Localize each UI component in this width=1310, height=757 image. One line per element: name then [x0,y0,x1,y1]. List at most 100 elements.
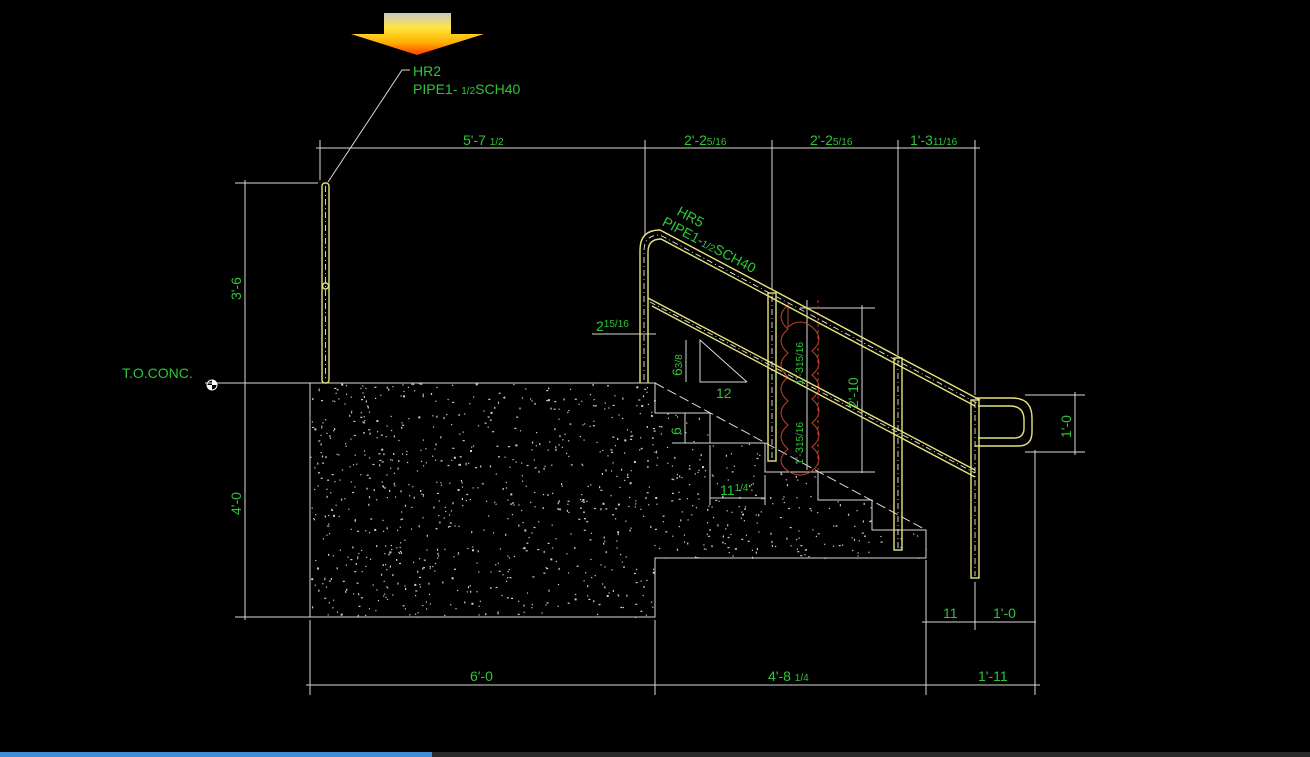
hatch-speck [522,522,524,524]
hatch-speck [538,521,540,523]
hatch-speck [796,539,798,541]
hatch-speck [333,430,335,432]
hatch-speck [574,547,576,549]
hatch-speck [648,486,650,488]
hatch-speck [311,421,313,423]
hatch-speck [440,436,442,439]
hatch-speck [628,505,630,508]
hatch-speck [430,393,433,395]
hatch-speck [497,562,499,564]
hatch-speck [752,483,754,485]
step-tread: 111/4 [720,482,749,498]
hatch-speck [345,385,348,387]
hatch-speck [444,506,446,508]
hatch-speck [538,470,540,473]
hatch-speck [513,383,515,386]
hatch-speck [312,398,314,401]
hatch-speck [452,447,455,449]
hatch-speck [558,418,560,420]
hatch-speck [376,420,379,422]
hatch-speck [630,470,632,472]
hatch-speck [548,387,550,390]
hatch-speck [704,470,707,472]
hatch-speck [390,415,392,417]
dim-low-1: 11 [943,605,958,621]
hatch-speck [554,428,556,431]
hatch-speck [597,616,599,618]
hatch-speck [708,535,711,537]
hatch-speck [327,525,330,527]
hatch-speck [411,383,413,386]
hatch-speck [396,558,398,561]
hatch-speck [546,568,549,570]
hatch-speck [354,571,357,573]
hatch-speck [756,522,758,524]
hatch-speck [925,548,927,551]
hatch-speck [625,556,627,558]
hatch-speck [659,425,661,428]
hatch-speck [731,511,733,513]
hatch-speck [418,383,420,385]
hatch-speck [868,551,870,553]
hatch-speck [327,479,330,481]
hatch-speck [368,496,371,499]
playback-progress-bar[interactable] [0,752,1310,757]
hatch-speck [475,467,478,469]
hatch-speck [604,586,606,589]
hatch-speck [429,603,431,605]
hatch-speck [593,600,595,603]
hatch-speck [640,580,642,582]
hatch-speck [630,438,633,440]
hatch-speck [470,590,472,593]
hatch-speck [369,457,371,459]
hatch-speck [789,527,792,529]
hatch-speck [515,461,517,463]
hatch-speck [725,528,727,530]
hatch-speck [579,436,581,438]
hatch-speck [401,426,403,429]
hatch-speck [525,550,528,552]
hatch-speck [652,437,654,439]
hatch-speck [429,566,431,568]
hatch-speck [514,427,517,429]
hatch-speck [386,497,388,499]
hatch-speck [640,508,642,510]
hatch-speck [605,508,608,510]
hatch-speck [324,577,326,579]
hatch-speck [418,416,421,419]
hatch-speck [546,494,549,496]
hatch-speck [382,485,385,487]
hatch-speck [426,549,428,551]
hatch-speck [853,538,856,541]
hatch-speck [350,481,352,483]
hatch-speck [567,572,570,574]
hatch-speck [680,519,682,522]
hatch-speck [372,463,375,466]
hatch-speck [505,533,507,536]
hatch-speck [383,453,385,456]
hatch-speck [352,546,354,549]
hatch-speck [418,525,420,528]
level-label: T.O.CONC. [122,365,193,381]
hatch-speck [384,486,386,489]
hatch-speck [526,542,529,544]
hatch-speck [796,548,798,550]
hatch-speck [386,425,388,427]
hatch-speck [567,602,570,604]
hatch-speck [472,445,475,447]
hatch-speck [401,422,403,424]
hatch-speck [426,534,428,537]
hatch-speck [629,482,632,485]
hatch-speck [664,557,666,559]
hatch-speck [489,419,492,421]
hatch-speck [635,582,638,584]
hatch-speck [402,453,404,455]
dim-top-4: 1'-311/16 [910,132,958,148]
hatch-speck [492,431,495,433]
hatch-speck [567,411,569,414]
hatch-speck [328,580,331,582]
hatch-speck [368,411,371,413]
hatch-speck [419,586,421,588]
hatch-speck [422,605,424,607]
hatch-speck [744,506,747,508]
